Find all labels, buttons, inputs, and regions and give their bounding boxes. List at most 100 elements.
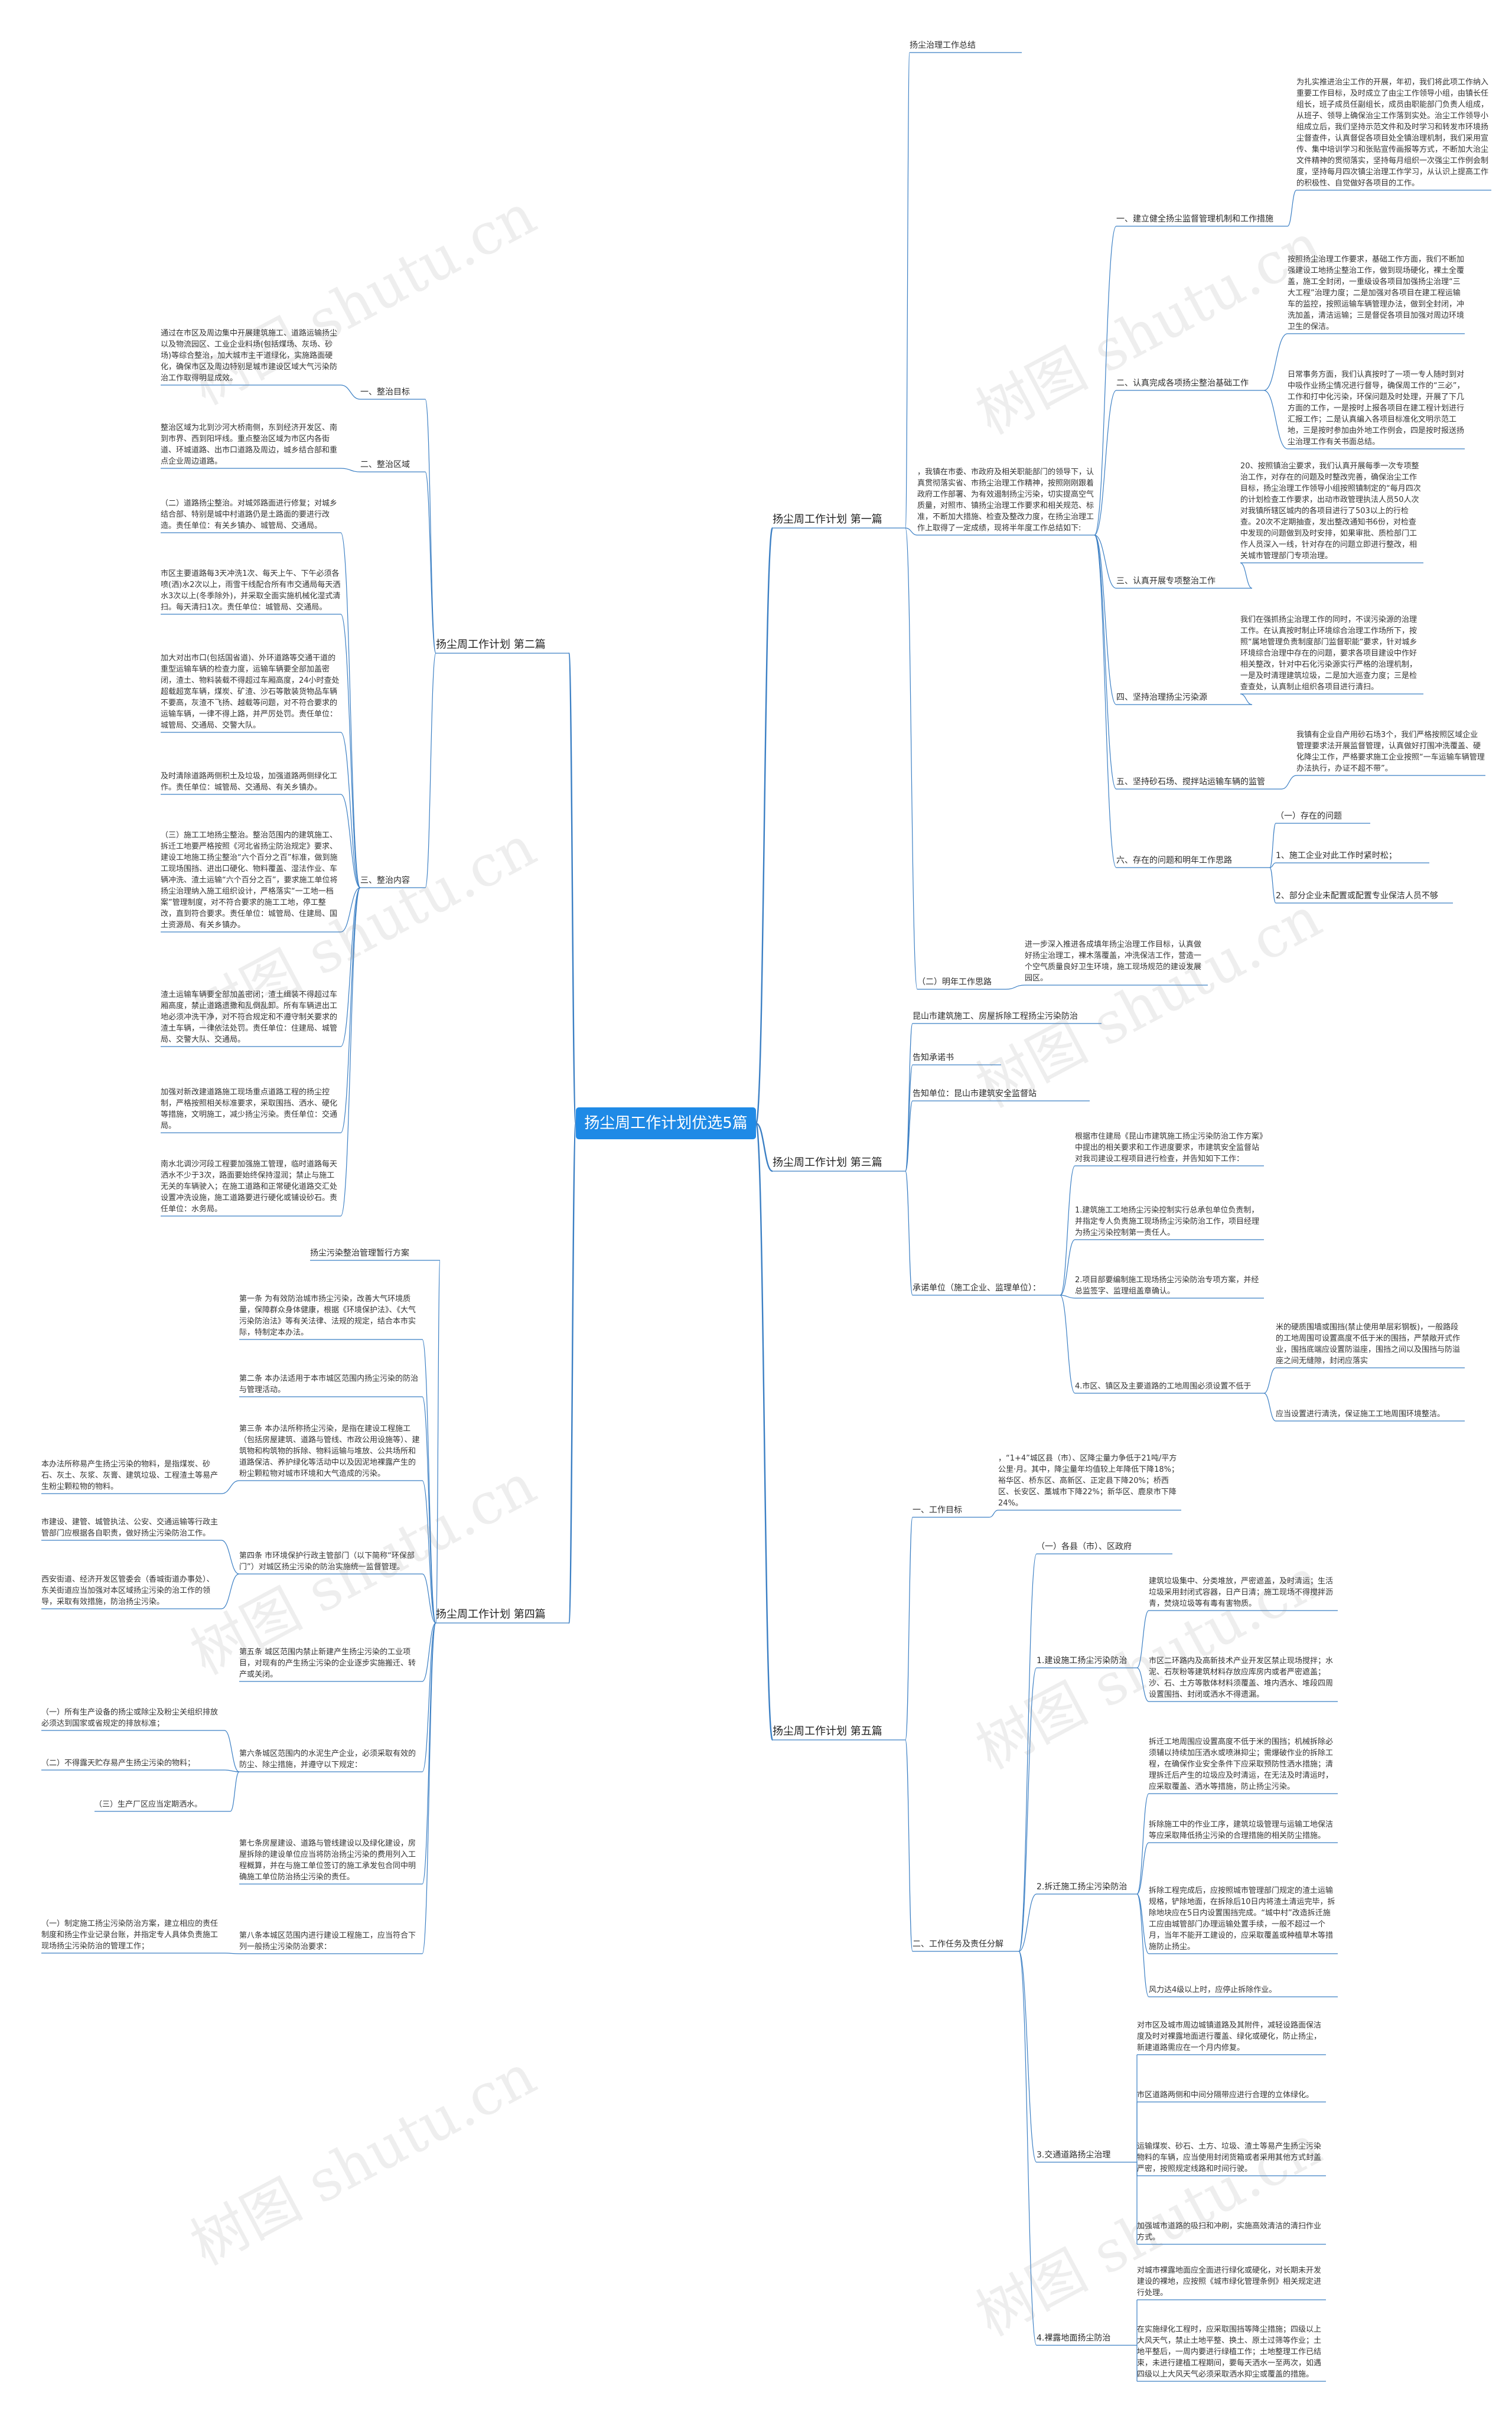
connector xyxy=(425,399,436,654)
b3-item[interactable]: 告知承诺书 xyxy=(913,1053,954,1062)
connector xyxy=(1018,1893,1037,1952)
b3-item[interactable]: 告知单位：昆山市建筑安全监督站 xyxy=(913,1089,1037,1099)
connector xyxy=(422,1480,436,1624)
connector xyxy=(425,653,436,888)
b1-section-4[interactable]: 四、坚持治理扬尘污染源 xyxy=(1116,693,1207,702)
b2-section-2-text: 整治区域为北到沙河大桥南侧，东到经济开发区、南到市界、西到阳坪线。重点整治区域为… xyxy=(161,423,338,466)
connector xyxy=(224,1769,240,1772)
branch-4-title[interactable]: 扬尘周工作计划 第四篇 xyxy=(436,1608,546,1621)
connector xyxy=(1060,1295,1076,1394)
b1-section-1[interactable]: 一、建立健全扬尘监督管理机制和工作措施 xyxy=(1116,214,1273,224)
connector xyxy=(1263,1367,1276,1394)
b4-head[interactable]: 扬尘污染整治管理暂行方案 xyxy=(310,1249,409,1258)
connector xyxy=(1094,534,1117,868)
connector xyxy=(905,527,918,536)
b3-item[interactable]: 承诺单位（施工企业、监理单位）： xyxy=(913,1283,1041,1293)
b5-section-1-text: ，“1+4”城区县（市）、区降尘量力争低于21吨/平方公里·月。其中，降尘量年均… xyxy=(998,1454,1179,1508)
connector xyxy=(1136,1793,1149,1895)
connector xyxy=(221,1573,240,1609)
b2-section-3-text: 加大对出市口(包括国省道)、外环道路等交通干道的重型运输车辆的检查力度，运输车辆… xyxy=(161,654,340,730)
b1-section-1-text: 为扎实推进治尘工作的开展，年初，我们将此项工作纳入重要工作目标，及时成立了由尘工… xyxy=(1296,78,1489,188)
b4-article-6-item: （三）生产厂区应当定期洒水。 xyxy=(94,1800,203,1809)
branch-3-title[interactable]: 扬尘周工作计划 第三篇 xyxy=(773,1156,882,1169)
b3-point-3b: 应当设置进行清洗，保证施工工地周围环境整洁。 xyxy=(1276,1410,1445,1419)
b2-section-1-text: 通过在市区及周边集中开展建筑施工、道路运输扬尘以及物流园区、工业企业料场(包括煤… xyxy=(161,329,338,383)
b1-section-3[interactable]: 三、认真开展专项整治工作 xyxy=(1116,576,1216,586)
b1-section-7-text: 进一步深入推进各成填年扬尘治理工作目标，认真做好扬尘治理工，裸木落覆盖，冲洗保洁… xyxy=(1025,940,1202,983)
connector xyxy=(340,384,361,400)
b1-section-7[interactable]: （二）明年工作思路 xyxy=(917,977,992,987)
connector xyxy=(905,1171,913,1296)
b5-group-1[interactable]: 1.建设施工扬尘污染防治 xyxy=(1037,1656,1128,1665)
b5-group-4[interactable]: 4.裸露地面扬尘防治 xyxy=(1037,2333,1111,2343)
b5-section-2[interactable]: 二、工作任务及责任分解 xyxy=(913,1940,1003,1949)
b1-section-5[interactable]: 五、坚持砂石场、搅拌站运输车辆的监管 xyxy=(1116,777,1265,787)
branch-5-title[interactable]: 扬尘周工作计划 第五篇 xyxy=(773,1725,882,1738)
b2-section-2[interactable]: 二、整治区域 xyxy=(360,460,410,470)
b3-point-1: 1.建筑施工工地扬尘污染控制实行总承包单位负责制，并指定专人负责施工现场扬尘污染… xyxy=(1075,1206,1260,1237)
b1-section-6[interactable]: 六、存在的问题和明年工作思路 xyxy=(1116,856,1232,865)
connector xyxy=(1269,823,1276,868)
b5-section-1[interactable]: 一、工作目标 xyxy=(913,1505,962,1515)
b5-group-3[interactable]: 3.交通道路扬尘治理 xyxy=(1037,2150,1111,2160)
b5-group-2[interactable]: 2.拆迁施工扬尘污染防治 xyxy=(1037,1882,1128,1892)
branch-1-title[interactable]: 扬尘周工作计划 第一篇 xyxy=(773,513,882,526)
connector xyxy=(1287,190,1297,227)
connector xyxy=(435,1260,441,1624)
connector xyxy=(422,1622,436,1682)
connector xyxy=(1060,1165,1076,1296)
connector xyxy=(1136,1667,1149,1702)
root-topic[interactable]: 扬尘周工作计划优选5篇 xyxy=(576,1107,756,1139)
b1-head[interactable]: 扬尘治理工作总结 xyxy=(910,41,976,50)
b4-article-7: 第七条房屋建设、道路与管线建设以及绿化建设，房屋拆除的建设单位应当将防治扬尘污染… xyxy=(239,1839,416,1882)
connector xyxy=(1094,534,1117,790)
branch-2-title[interactable]: 扬尘周工作计划 第二篇 xyxy=(436,638,546,651)
b3-head[interactable]: 昆山市建筑施工、房屋拆除工程扬尘污染防治 xyxy=(913,1012,1078,1021)
connector xyxy=(905,1100,913,1172)
b5-group-1-text: 市区二环路内及高新技术产业开发区禁止现场搅拌；水泥、石灰粉等建筑材料存放应库房内… xyxy=(1149,1657,1334,1699)
connector xyxy=(340,468,361,472)
b1-section-6-item[interactable]: 2、部分企业未配置或配置专业保洁人员不够 xyxy=(1276,891,1438,901)
connector xyxy=(1094,226,1117,536)
connector xyxy=(1060,1295,1076,1299)
connector xyxy=(1269,862,1276,868)
b2-section-3-text: 渣土运输车辆要全部加盖密闭；渣土缉装不得超过车厢高度，禁止道路遗撒和乱倒乱卸。所… xyxy=(161,990,338,1044)
b1-section-6-sub[interactable]: （一）存在的问题 xyxy=(1276,811,1342,821)
b4-article-2: 第二条 本办法适用于本市城区范围内扬尘污染的防治与管理活动。 xyxy=(239,1374,419,1394)
b2-section-3-text: 南水北调沙河段工程要加强施工管理，临时道路每天洒水不少于3次，路面要始终保持湿润… xyxy=(161,1160,338,1214)
connector xyxy=(1269,867,1276,904)
connector xyxy=(1094,534,1117,589)
connector xyxy=(224,1953,240,1954)
b2-section-3[interactable]: 三、整治内容 xyxy=(360,876,410,885)
b1-intro: ，我镇在市委、市政府及相关职能部门的领导下，认真贯彻落实省、市扬尘治理工作精神，… xyxy=(917,468,1094,533)
b5-group-3-text: 运输煤炭、砂石、土方、垃圾、渣土等易产生扬尘污染物料的车辆，应当使用封闭货箱或者… xyxy=(1137,2142,1322,2173)
connector xyxy=(1240,562,1253,589)
b5-group-3-text: 市区道路两侧和中间分隔带应进行合理的立体绿化。 xyxy=(1137,2091,1314,2100)
connector xyxy=(224,1730,240,1772)
connector xyxy=(422,1396,436,1624)
connector xyxy=(755,1122,773,1172)
connector xyxy=(422,1622,436,1772)
b1-section-5-text: 我镇有企业自产用砂石场3个，我们严格按照区域企业管理要求法开展监督管理，认真做好… xyxy=(1296,731,1485,773)
b5-sub-1[interactable]: （一）各县（市）、区政府 xyxy=(1037,1542,1132,1552)
connector xyxy=(905,527,918,990)
connector xyxy=(221,1480,240,1494)
b5-group-4-text: 在实施绿化工程时，应采取围挡等降尘措施；四级以上大风天气，禁止土地平整、换土、原… xyxy=(1137,2325,1322,2379)
connector xyxy=(1136,1842,1149,1895)
b1-section-2[interactable]: 二、认真完成各项扬尘整治基础工作 xyxy=(1116,379,1249,388)
b5-group-2-text: 拆除工程完成后，应按照城市管理部门规定的渣土运输规格，铲除地面，在拆除后10日内… xyxy=(1149,1886,1335,1951)
b5-group-2-text: 风力达4级以上时，应停止拆除作业。 xyxy=(1149,1986,1277,1994)
b1-section-6-item[interactable]: 1、施工企业对此工作时紧时松； xyxy=(1276,851,1397,861)
b1-section-4-text: 我们在强抓扬尘治理工作的同时，不误污染源的治理工作。在认真按时制止环境综合治理工… xyxy=(1240,615,1418,692)
connector xyxy=(1018,1553,1037,1952)
b2-section-3-text: （三）施工工地扬尘整治。整治范围内的建筑施工、拆迁工地要严格按照《河北省扬尘防治… xyxy=(161,831,338,930)
connector xyxy=(1018,1667,1037,1952)
connector xyxy=(422,1622,436,1954)
connector xyxy=(905,1517,913,1740)
connector xyxy=(1136,1893,1149,1997)
b2-section-1[interactable]: 一、整治目标 xyxy=(360,387,410,397)
b4-article-4: 第四条 市环境保护行政主管部门（以下简称“环保部门”）对城区扬尘污染的防治实施统… xyxy=(239,1552,415,1572)
connector xyxy=(1018,1951,1037,2346)
b5-group-4-text: 对城市裸露地面应全面进行绿化或硬化，对长期未开发建设的裸地，应按照《城市绿化管理… xyxy=(1137,2266,1322,2297)
connector xyxy=(1263,333,1288,391)
